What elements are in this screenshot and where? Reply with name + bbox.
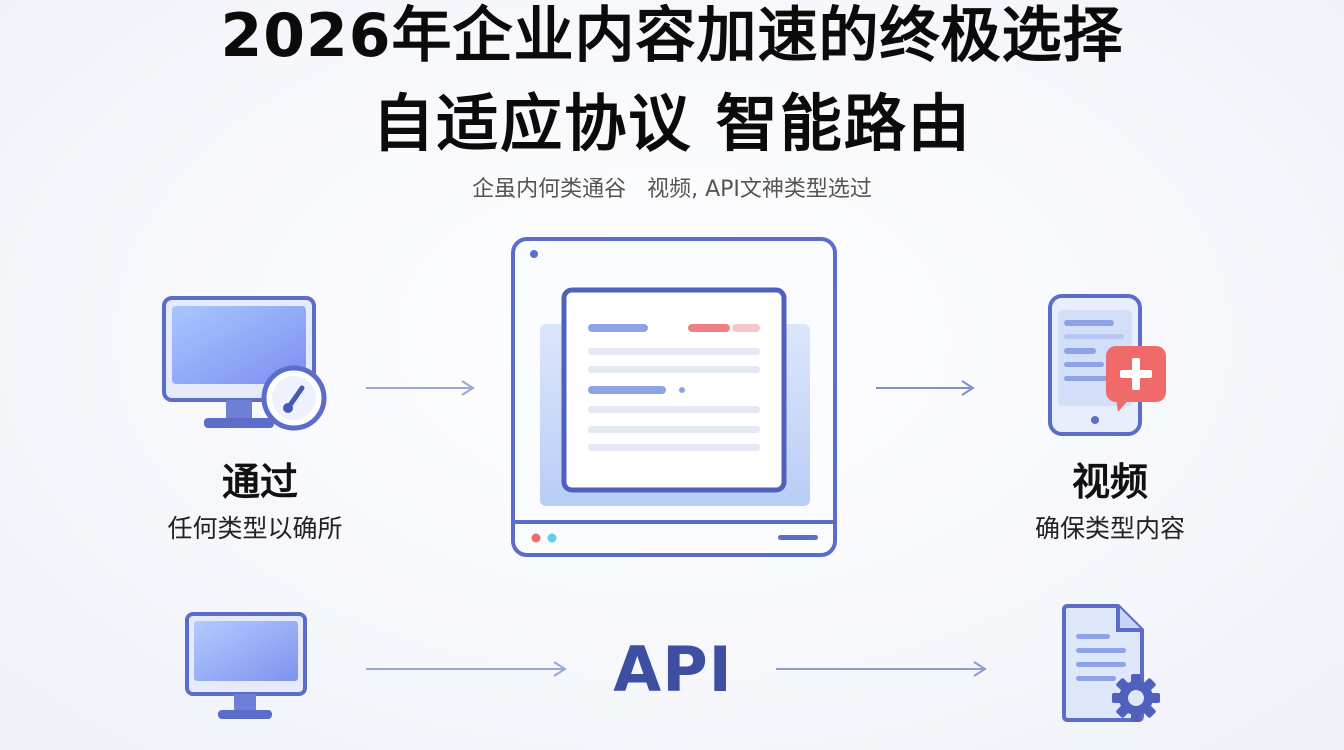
document-with-gear-icon: [1062, 604, 1160, 722]
arrow-right-icon: [876, 380, 975, 396]
monitor-with-gauge-icon: [162, 296, 327, 431]
right-item-title: 视频: [1071, 460, 1148, 504]
monitor-icon: [185, 612, 307, 719]
arrow-right-icon: [776, 661, 987, 677]
right-item-description: 确保类型内容: [1034, 514, 1185, 543]
api-label: API: [613, 633, 733, 706]
arrow-right-icon: [366, 661, 567, 677]
arrow-right-icon: [366, 380, 475, 396]
browser-window-icon: [511, 237, 837, 557]
phone-with-plus-badge-icon: [1048, 294, 1166, 436]
page-title-line-1: 2026年企业内容加速的终极选择: [220, 1, 1124, 71]
left-item-title: 通过: [221, 460, 298, 504]
page-subtitle: 企虽内何类通谷 视频, API文神类型选过: [472, 177, 872, 202]
left-item-description: 任何类型以确所: [167, 514, 343, 543]
page-title-line-2: 自适应协议 智能路由: [372, 87, 972, 160]
